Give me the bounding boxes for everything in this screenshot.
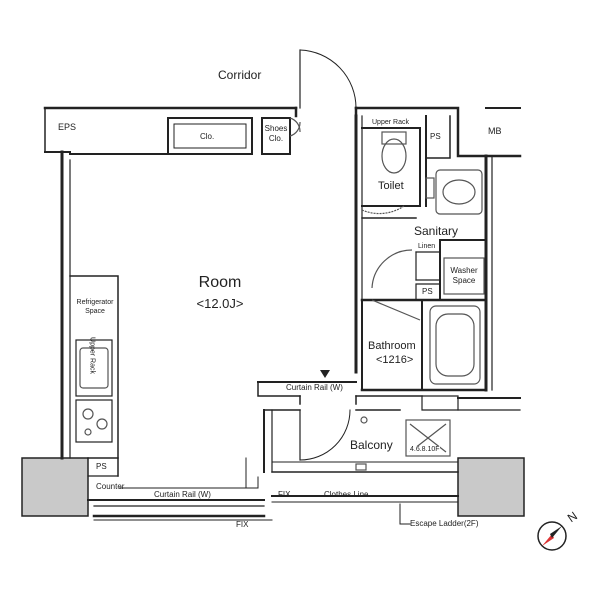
bathroom-label: Bathroom [368,340,416,352]
linen-label: Linen [418,243,436,250]
closet-label: Clo. [200,132,215,141]
counter-label: Counter [96,482,125,491]
balcony-label: Balcony [350,438,393,452]
fix-right-label: FIX [278,490,291,499]
sanitary-label: Sanitary [414,224,459,238]
bathroom-size-label: <1216> [376,354,414,366]
upper-rack-kitchen-label: Upper Rack [88,337,96,374]
shoes-closet-label: Shoes Clo. [264,124,288,143]
eps-label: EPS [58,122,77,132]
fix-bottom-label: FIX [236,520,249,529]
room-size-label: <12.0J> [196,296,244,311]
corridor-label: Corridor [218,68,262,82]
ps-top-label: PS [430,132,441,141]
escape-hatch-label: 4.6.8.10F [410,446,440,453]
column-bottom-left [21,457,89,517]
refrigerator-space-label: Refrigerator Space [76,299,114,315]
curtain-rail-top-label: Curtain Rail (W) [286,383,343,392]
room-label: Room [198,274,242,291]
ps-kitchen-label: PS [96,462,107,471]
washer-space-label: Washer Space [450,266,478,285]
fixtures [79,117,485,471]
mb-label: MB [488,126,502,136]
clothes-line-label: Clothes Line [324,490,369,499]
ps-sanitary-label: PS [422,287,433,296]
curtain-rail-bottom-label: Curtain Rail (W) [154,490,211,499]
upper-rack-toilet-label: Upper Rack [372,119,409,126]
column-bottom-right [457,457,525,517]
compass [537,521,567,551]
walls [43,49,522,525]
toilet-label: Toilet [378,180,404,192]
curtain-rail-marker [320,370,330,378]
escape-ladder-label: Escape Ladder(2F) [410,519,479,528]
